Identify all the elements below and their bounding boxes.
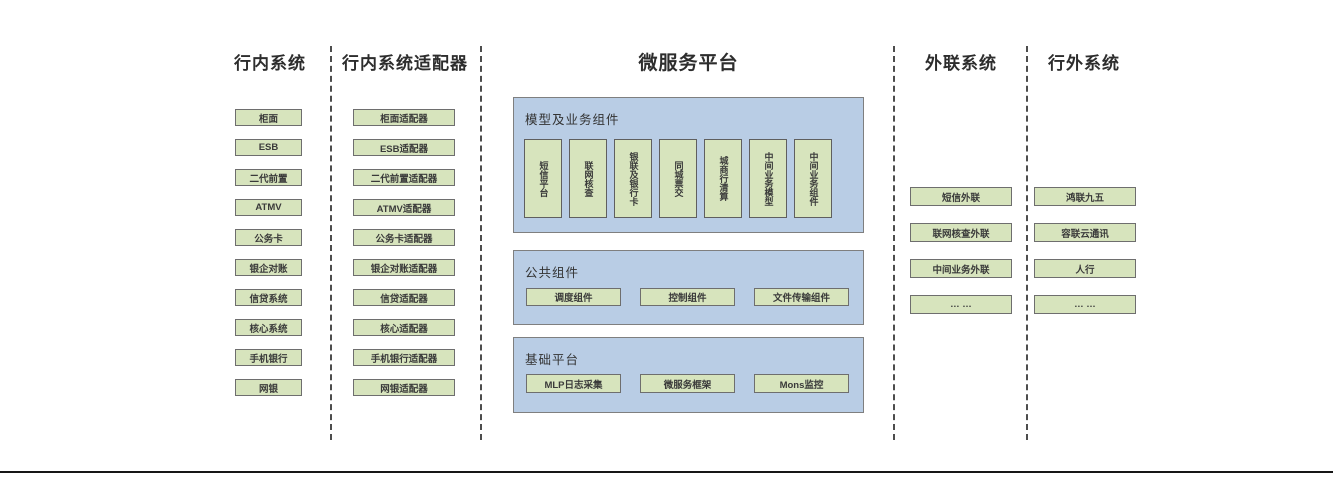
column-title-outside-systems: 行外系统 [1048, 54, 1120, 73]
system-box: 公务卡 [235, 229, 302, 246]
component-box: 微服务框架 [640, 374, 735, 393]
adapter-box: 信贷适配器 [353, 289, 455, 306]
system-box: 手机银行 [235, 349, 302, 366]
panel-label: 公共组件 [525, 266, 580, 280]
adapter-box: ESB适配器 [353, 139, 455, 156]
component-box: 城商行清算 [704, 139, 742, 218]
component-box: Mons监控 [754, 374, 849, 393]
column-title-external-link-systems: 外联系统 [925, 54, 997, 73]
panel-label: 模型及业务组件 [525, 113, 620, 127]
system-box: ESB [235, 139, 302, 156]
system-box: 网银 [235, 379, 302, 396]
adapter-box: 核心适配器 [353, 319, 455, 336]
adapter-box: 柜面适配器 [353, 109, 455, 126]
horizontal-box-row: 调度组件 控制组件 文件传输组件 [526, 288, 849, 306]
component-box: 银联及银行卡 [614, 139, 652, 218]
column-title-inbank-systems: 行内系统 [234, 54, 306, 73]
component-box: 联网核查 [569, 139, 607, 218]
system-box: 柜面 [235, 109, 302, 126]
system-box: 短信外联 [910, 187, 1012, 206]
adapter-box: 二代前置适配器 [353, 169, 455, 186]
adapter-box: 银企对账适配器 [353, 259, 455, 276]
system-box: 鸿联九五 [1034, 187, 1136, 206]
bottom-rule [0, 471, 1333, 473]
column-divider [893, 46, 895, 440]
vertical-box-row: 短信平台 联网核查 银联及银行卡 同城票交 城商行清算 中间业务模型 中间业务组… [524, 139, 832, 218]
system-box: 联网核查外联 [910, 223, 1012, 242]
component-box: 中间业务组件 [794, 139, 832, 218]
system-box: … … [910, 295, 1012, 314]
component-box: 同城票交 [659, 139, 697, 218]
adapter-box: 手机银行适配器 [353, 349, 455, 366]
system-box: ATMV [235, 199, 302, 216]
component-box: 调度组件 [526, 288, 621, 306]
panel-label: 基础平台 [525, 353, 580, 367]
adapter-box: ATMV适配器 [353, 199, 455, 216]
system-box: 容联云通讯 [1034, 223, 1136, 242]
component-box: 中间业务模型 [749, 139, 787, 218]
column-title-microservice-platform: 微服务平台 [638, 53, 739, 74]
component-box: 文件传输组件 [754, 288, 849, 306]
system-box: 银企对账 [235, 259, 302, 276]
system-box: 人行 [1034, 259, 1136, 278]
system-box: … … [1034, 295, 1136, 314]
panel-model-business-components: 模型及业务组件 短信平台 联网核查 银联及银行卡 同城票交 城商行清算 中间业务… [513, 97, 864, 233]
panel-common-components: 公共组件 调度组件 控制组件 文件传输组件 [513, 250, 864, 325]
panel-base-platform: 基础平台 MLP日志采集 微服务框架 Mons监控 [513, 337, 864, 413]
adapter-box: 网银适配器 [353, 379, 455, 396]
inbank-adapters-column: 柜面适配器 ESB适配器 二代前置适配器 ATMV适配器 公务卡适配器 银企对账… [353, 109, 455, 409]
component-box: 短信平台 [524, 139, 562, 218]
column-title-inbank-adapters: 行内系统适配器 [342, 54, 468, 73]
system-box: 中间业务外联 [910, 259, 1012, 278]
component-box: MLP日志采集 [526, 374, 621, 393]
inbank-systems-column: 柜面 ESB 二代前置 ATMV 公务卡 银企对账 信贷系统 核心系统 手机银行… [235, 109, 302, 409]
system-box: 信贷系统 [235, 289, 302, 306]
outside-systems-column: 鸿联九五 容联云通讯 人行 … … [1034, 187, 1136, 331]
column-divider [1026, 46, 1028, 440]
system-box: 二代前置 [235, 169, 302, 186]
external-link-systems-column: 短信外联 联网核查外联 中间业务外联 … … [910, 187, 1012, 331]
component-box: 控制组件 [640, 288, 735, 306]
adapter-box: 公务卡适配器 [353, 229, 455, 246]
system-box: 核心系统 [235, 319, 302, 336]
column-divider [330, 46, 332, 440]
horizontal-box-row: MLP日志采集 微服务框架 Mons监控 [526, 374, 849, 393]
column-divider [480, 46, 482, 440]
